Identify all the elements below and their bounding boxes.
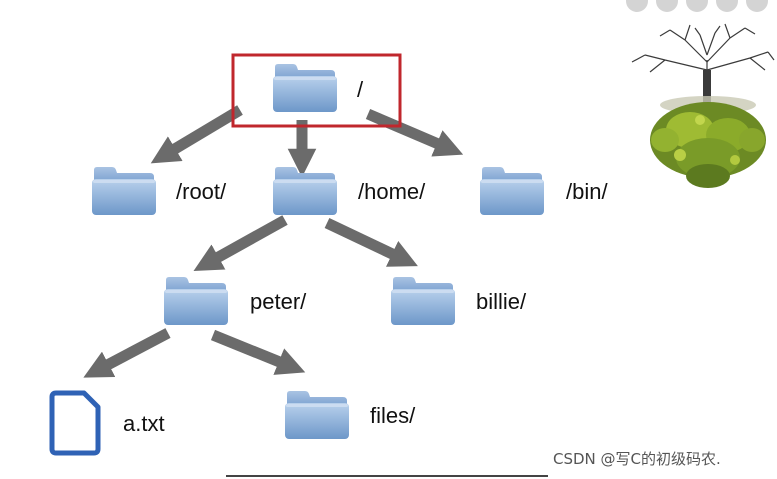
folder-icon xyxy=(480,167,544,215)
label-root-user: /root/ xyxy=(176,179,227,204)
watermark-text: CSDN @写C的初级码农. xyxy=(553,450,721,468)
decor-dot xyxy=(626,0,648,12)
decor-dot xyxy=(716,0,738,12)
file-icon xyxy=(49,390,101,456)
arrow-home-to-billie xyxy=(324,218,418,267)
label-billie: billie/ xyxy=(476,289,527,314)
folder-icon xyxy=(164,277,228,325)
arrow-root-to-bin xyxy=(365,108,464,157)
tree-icon xyxy=(631,23,775,188)
folder-icon xyxy=(285,391,349,439)
arrow-peter-to-files xyxy=(210,329,306,375)
label-peter: peter/ xyxy=(250,289,307,314)
arrow-peter-to-file xyxy=(83,328,171,378)
folder-icon xyxy=(273,167,337,215)
decor-dot xyxy=(656,0,678,12)
folder-icon xyxy=(92,167,156,215)
label-files: files/ xyxy=(370,403,416,428)
folder-icon xyxy=(391,277,455,325)
decor-dot xyxy=(686,0,708,12)
label-file: a.txt xyxy=(123,411,165,436)
label-bin: /bin/ xyxy=(566,179,608,204)
slide-bottom-line xyxy=(226,475,548,477)
label-home: /home/ xyxy=(358,179,426,204)
arrow-root-to-rootuser xyxy=(150,105,243,164)
folder-icon xyxy=(273,64,337,112)
decor-dot xyxy=(746,0,768,12)
label-root-dir: / xyxy=(357,77,364,102)
root-highlight-box xyxy=(231,53,402,128)
arrow-home-to-peter xyxy=(193,215,288,271)
